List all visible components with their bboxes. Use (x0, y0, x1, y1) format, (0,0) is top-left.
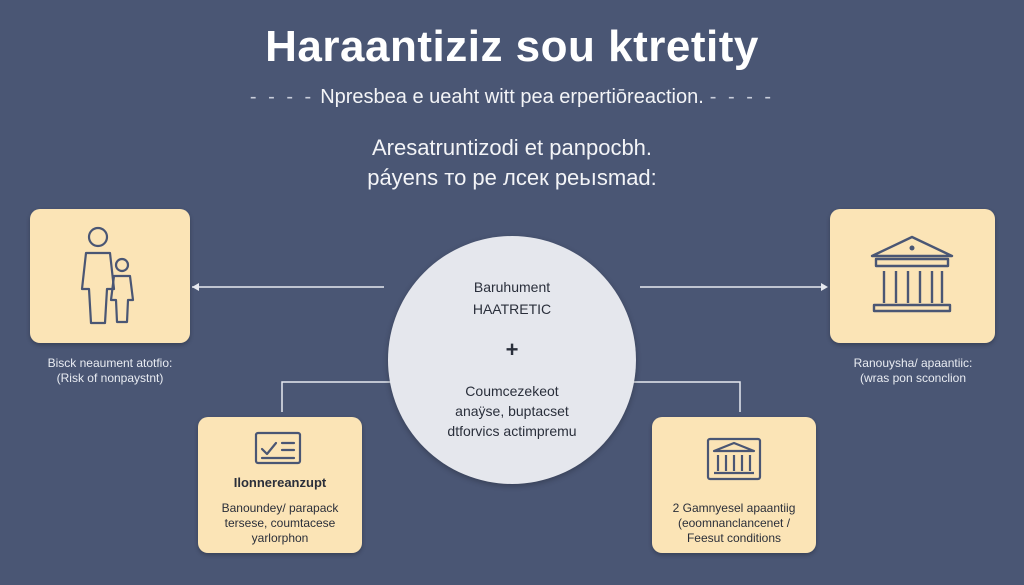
left-card (30, 209, 190, 343)
hub-line-4: anaÿse, buptacset (455, 403, 569, 419)
institution-building-icon (870, 235, 954, 313)
subtitle-text: Npresbea e ueaht witt pea erpertiōreacti… (320, 86, 704, 108)
bottom-left-line-3: yarlorphon (251, 531, 309, 545)
hub-line-1: Baruhument (473, 279, 551, 295)
hub-line-5: dtforvics actimpremu (447, 423, 577, 439)
central-hub-circle: Baruhument HAATRETIC + Coumcezekeot anaÿ… (388, 236, 636, 484)
bottom-left-line-1: Banoundey/ parapack (221, 501, 339, 515)
right-card (830, 209, 995, 343)
bottom-right-line-2: (eoomnanclancenet / (677, 516, 791, 530)
checklist-document-icon (254, 431, 302, 465)
diagram-title: Haraantiziz sou ktretity (265, 22, 759, 71)
arrowhead-left (192, 283, 199, 291)
left-card-label: Bisck neaument atotfio: (Risk of nonpays… (20, 356, 200, 386)
bottom-right-card: 2 Gamnyesel apaantiig (eoomnanclancenet … (652, 417, 816, 553)
intro-line-1: Aresatruntizodi et panpocbh. (371, 135, 653, 160)
court-building-icon (706, 437, 762, 481)
intro-line-2: páyens то ре лсек реьısmad: (367, 165, 657, 190)
bottom-left-line-2: tersese, coumtacese (224, 516, 336, 530)
connector-bottom-right (628, 381, 741, 412)
hub-line-3: Coumcezekeot (465, 383, 559, 399)
hub-plus: + (505, 337, 519, 362)
right-label-line-1: Ranouysha/ apaantiic: (853, 356, 973, 370)
right-label-line-2: (wras pon sconclion (859, 371, 967, 385)
left-label-line-1: Bisck neaument atotfio: (47, 356, 173, 370)
subtitle-dashes-left: - - - - (249, 86, 315, 108)
bottom-left-title: Ilonnereanzupt (233, 475, 327, 490)
bottom-right-line-1: 2 Gamnyesel apaantiig (672, 501, 796, 515)
hub-line-2: HAATRETIC (472, 301, 552, 317)
diagram-subtitle: - - - -Npresbea e ueaht witt pea erperti… (0, 86, 1024, 109)
bottom-right-line-3: Feesut conditions (686, 531, 782, 545)
bottom-left-card: Ilonnereanzupt Banoundey/ parapack terse… (198, 417, 362, 553)
left-label-line-2: (Risk of nonpaystnt) (56, 371, 164, 385)
connector-bottom-left (281, 381, 394, 412)
arrowhead-right (821, 283, 828, 291)
subtitle-dashes-right: - - - - (709, 86, 775, 108)
right-card-label: Ranouysha/ apaantiic: (wras pon sconclio… (818, 356, 1008, 386)
parent-child-icon (80, 226, 135, 325)
